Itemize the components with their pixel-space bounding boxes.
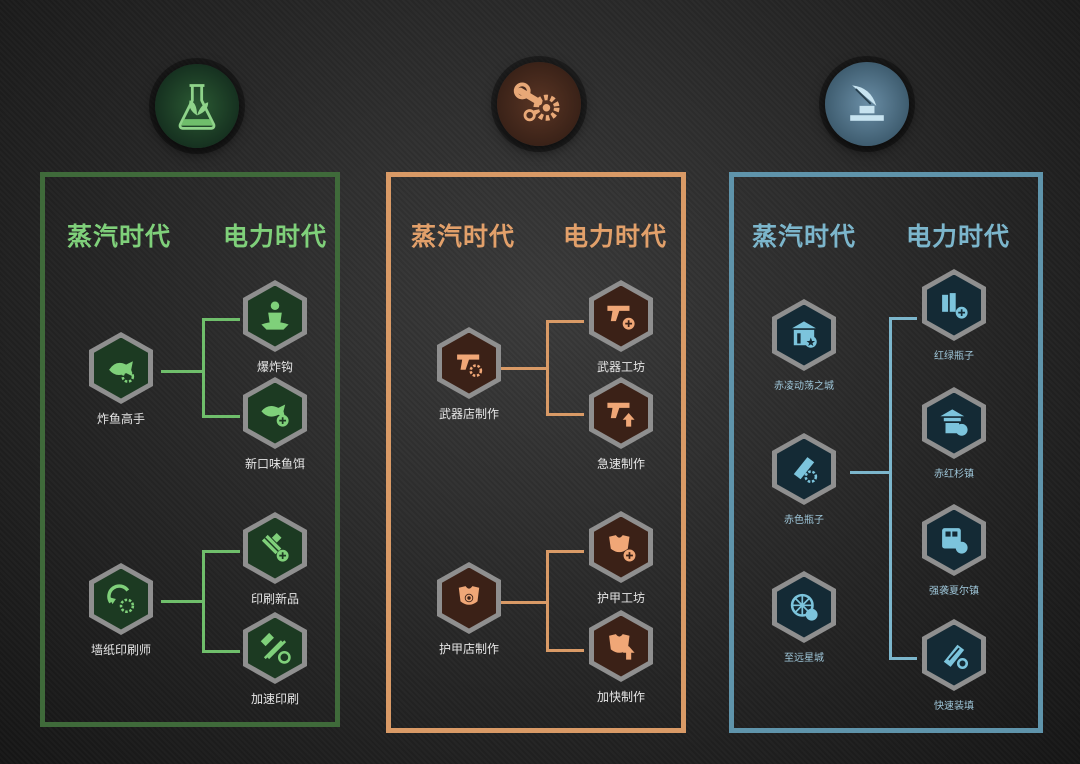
skill-node-wallpaper-printer[interactable]: 墙纸印刷师 [81, 563, 161, 658]
skill-node-armor-shop[interactable]: 护甲店制作 [429, 562, 509, 657]
skill-node-print-new[interactable]: 印刷新品 [235, 512, 315, 607]
skill-node-explosive-hook[interactable]: 爆炸钩 [235, 280, 315, 375]
skill-node-faster-craft[interactable]: 加快制作 [581, 610, 661, 705]
node-label: 墙纸印刷师 [90, 643, 151, 657]
connector [161, 370, 203, 373]
blue-tech-panel: 蒸汽时代 电力时代 赤凌动荡之城 赤色瓶子 至远星城 红绿瓶子 赤红杉镇 [729, 172, 1043, 733]
fish-gear-icon [109, 361, 135, 383]
connector [202, 550, 205, 653]
node-label: 炸鱼高手 [96, 412, 145, 426]
skill-node-weapon-shop[interactable]: 武器店制作 [429, 327, 509, 422]
connector [546, 550, 584, 553]
node-label: 红绿瓶子 [934, 351, 974, 362]
skill-node-rapid-craft[interactable]: 急速制作 [581, 377, 661, 472]
connector [889, 317, 892, 660]
fish-plus-icon [261, 404, 289, 427]
paint-gear-icon [107, 584, 135, 614]
node-label: 爆炸钩 [256, 360, 293, 374]
nature-emblem [155, 64, 239, 148]
skill-node-red-bottle[interactable]: 赤色瓶子 [764, 433, 844, 526]
connector [202, 318, 205, 418]
connector [889, 657, 917, 660]
gun-gear-icon [457, 354, 483, 378]
node-label: 至远星城 [784, 653, 824, 664]
gun-arrow-icon [607, 402, 635, 427]
bullet-gear-icon [943, 644, 969, 670]
connector [546, 320, 549, 416]
node-label: 新口味鱼饵 [244, 457, 305, 471]
skill-node-weapon-workshop[interactable]: 武器工坊 [581, 280, 661, 375]
mechanic-emblem [497, 62, 581, 146]
tram-star-icon [942, 528, 968, 554]
skill-node-red-green-bottle[interactable]: 红绿瓶子 [914, 269, 994, 362]
pagoda-star-icon [940, 409, 968, 436]
skill-node-chaos-city[interactable]: 赤凌动荡之城 [764, 299, 844, 392]
skill-node-new-bait[interactable]: 新口味鱼饵 [235, 377, 315, 472]
node-label: 加速印刷 [250, 692, 299, 706]
tools-plus-icon [261, 532, 289, 562]
connector [546, 320, 584, 323]
era-right-label: 电力时代 [223, 222, 328, 251]
bottles-plus-icon [942, 293, 968, 319]
era-left-label: 蒸汽时代 [752, 222, 857, 251]
era-right-label: 电力时代 [906, 222, 1011, 251]
armor-arrow-icon [609, 634, 635, 660]
gun-plus-icon [607, 305, 635, 330]
node-label: 快速装填 [934, 701, 974, 712]
skill-node-bomb-fisher[interactable]: 炸鱼高手 [81, 332, 161, 427]
bottle-gear-icon [793, 457, 818, 484]
green-tech-panel: 蒸汽时代 电力时代 炸鱼高手 爆炸钩 新口味鱼饵 墙纸印刷师 印 [40, 172, 340, 727]
connector [202, 650, 240, 653]
armor-plus-icon [609, 535, 636, 562]
node-label: 赤色瓶子 [784, 515, 824, 526]
node-label: 武器店制作 [438, 407, 499, 421]
fisherman-icon [261, 301, 289, 330]
era-left-label: 蒸汽时代 [67, 222, 172, 251]
connector [202, 415, 240, 418]
connector [501, 367, 547, 370]
connector [546, 413, 584, 416]
node-label: 护甲工坊 [596, 591, 645, 605]
connector [546, 550, 549, 652]
connector [546, 649, 584, 652]
node-label: 护甲店制作 [438, 642, 499, 656]
node-label: 印刷新品 [250, 592, 299, 606]
building-star-icon [792, 321, 817, 348]
connector [202, 318, 240, 321]
node-label: 强袭夏尔镇 [929, 586, 979, 597]
wrench-gear-icon [513, 82, 560, 122]
node-label: 赤凌动荡之城 [774, 381, 834, 392]
connector [202, 550, 240, 553]
satellite-dish-icon [850, 85, 884, 121]
node-label: 武器工坊 [596, 360, 645, 374]
wheel-star-icon [790, 593, 818, 621]
skill-node-armor-workshop[interactable]: 护甲工坊 [581, 511, 661, 606]
connector [501, 601, 547, 604]
armor-gear-icon [458, 586, 480, 605]
node-label: 加快制作 [596, 690, 645, 704]
skill-node-assault-town[interactable]: 强袭夏尔镇 [914, 504, 994, 597]
node-label: 急速制作 [596, 457, 645, 471]
connector [889, 317, 917, 320]
skill-node-quick-reload[interactable]: 快速装填 [914, 619, 994, 712]
orange-tech-panel: 蒸汽时代 电力时代 武器店制作 武器工坊 急速制作 护甲店制作 [386, 172, 686, 733]
connector [850, 471, 892, 474]
tech-emblem [825, 62, 909, 146]
node-label: 赤红杉镇 [934, 469, 974, 480]
connector [161, 600, 203, 603]
era-left-label: 蒸汽时代 [411, 222, 516, 251]
skill-node-far-star-city[interactable]: 至远星城 [764, 571, 844, 664]
flask-leaf-icon [178, 84, 216, 130]
hammer-wrench-icon [260, 632, 291, 664]
skill-node-fast-print[interactable]: 加速印刷 [235, 612, 315, 707]
era-right-label: 电力时代 [563, 222, 668, 251]
skill-node-redwood-town[interactable]: 赤红杉镇 [914, 387, 994, 480]
